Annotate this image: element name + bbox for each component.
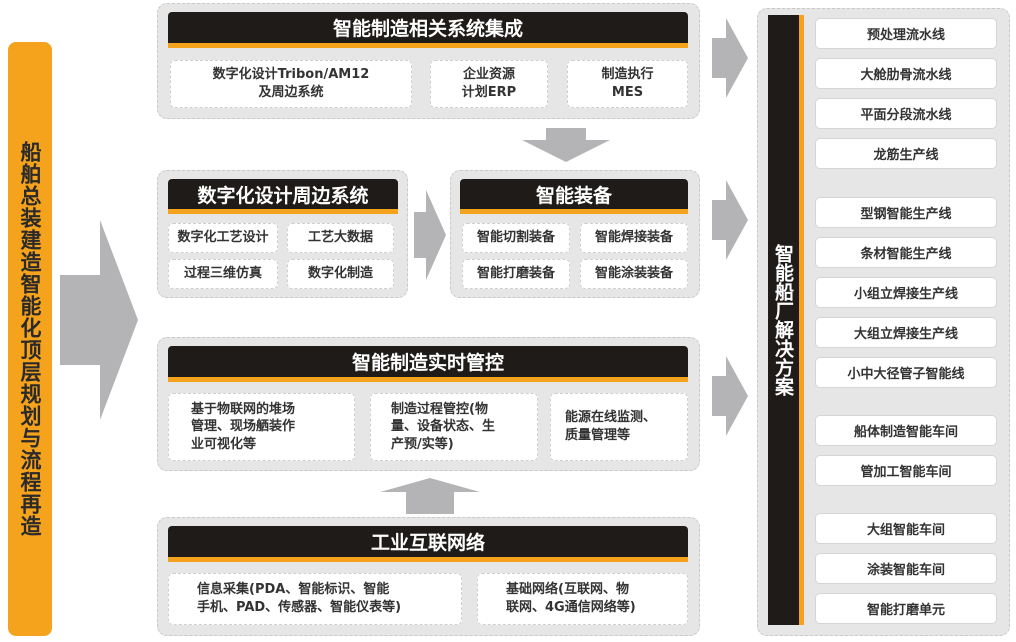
down-arrow-icon [522,128,610,162]
up-arrow-icon [380,478,480,514]
system-erp: 企业资源 计划ERP [430,60,548,108]
system-mes: 制造执行 MES [567,60,688,108]
digital-design-header: 数字化设计周边系统 [168,179,398,214]
solution-item: 小组立焊接生产线 [815,277,997,308]
solution-item: 船体制造智能车间 [815,415,997,446]
big-right-arrow-icon [60,220,138,420]
realtime-header: 智能制造实时管控 [168,346,688,382]
equipment-item: 智能打磨装备 [462,259,570,289]
dd-item: 工艺大数据 [287,223,394,253]
solution-item: 大组立焊接生产线 [815,317,997,348]
network-header: 工业互联网络 [168,526,688,562]
network-item: 基础网络(互联网、物 联网、4G通信网络等) [477,573,688,625]
right-arrow-icon [712,180,748,260]
solution-item: 小中大径管子智能线 [815,357,997,388]
solution-item: 型钢智能生产线 [815,197,997,228]
solution-item: 涂装智能车间 [815,553,997,584]
integration-header: 智能制造相关系统集成 [168,12,688,48]
solution-item: 预处理流水线 [815,18,997,49]
equipment-item: 智能焊接装备 [580,223,688,253]
dd-item: 过程三维仿真 [168,259,278,289]
left-title: 船舶总装建造智能化顶层规划与流程再造 [18,141,42,537]
realtime-item: 基于物联网的堆场 管理、现场舾装作 业可视化等 [168,393,355,461]
solution-item: 智能打磨单元 [815,593,997,624]
network-item: 信息采集(PDA、智能标识、智能 手机、PAD、传感器、智能仪表等) [168,573,462,625]
solution-header: 智能船厂解决方案 [768,15,804,625]
solution-item: 大舱肋骨流水线 [815,58,997,89]
solution-item: 龙筋生产线 [815,138,997,169]
equipment-item: 智能涂装装备 [580,259,688,289]
solution-item: 条材智能生产线 [815,237,997,268]
right-arrow-icon [712,356,748,436]
dd-item: 数字化工艺设计 [168,223,278,253]
solution-title: 智能船厂解决方案 [772,244,794,396]
solution-item: 管加工智能车间 [815,455,997,486]
left-title-bar: 船舶总装建造智能化顶层规划与流程再造 [8,42,52,636]
realtime-item: 能源在线监测、 质量管理等 [550,393,688,461]
equipment-header: 智能装备 [460,179,688,214]
solution-item: 大组智能车间 [815,513,997,544]
equipment-item: 智能切割装备 [462,223,570,253]
right-arrow-icon [414,190,446,280]
dd-item: 数字化制造 [287,259,394,289]
right-arrow-icon [712,18,748,98]
solution-item: 平面分段流水线 [815,98,997,129]
system-tribon: 数字化设计Tribon/AM12 及周边系统 [170,60,412,108]
realtime-item: 制造过程管控(物 量、设备状态、生 产预/实等) [370,393,538,461]
